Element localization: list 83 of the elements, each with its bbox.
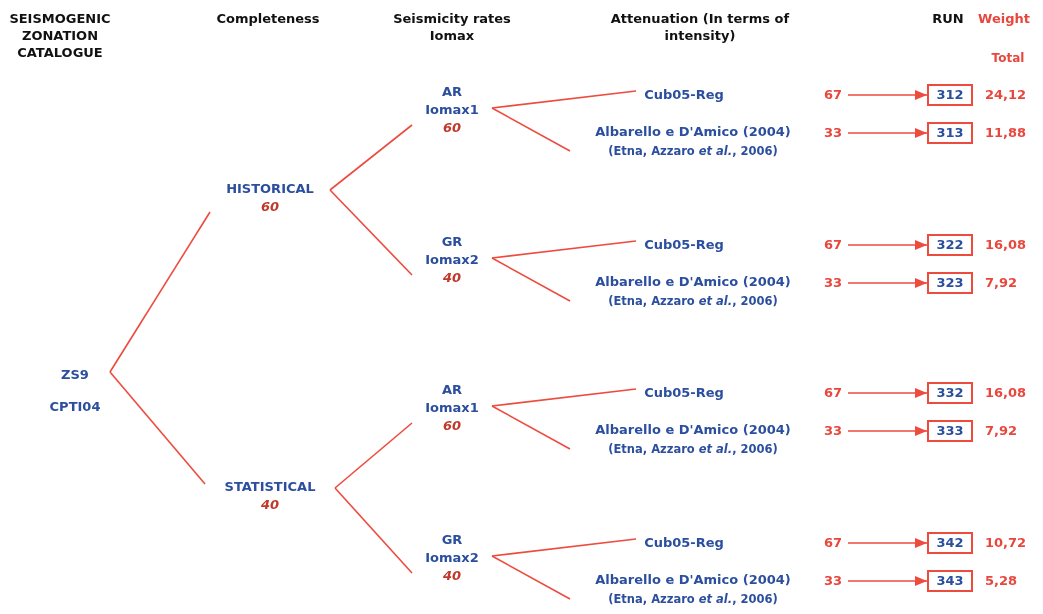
branch-label: STATISTICAL [224, 478, 316, 496]
branch-line [334, 487, 413, 574]
branch-label: ZS9 [61, 366, 89, 384]
model-label: Albarello e D'Amico (2004) [595, 571, 791, 589]
branch-line [334, 422, 413, 489]
weight-value: 33 [818, 123, 848, 143]
branch-label: GR [441, 531, 463, 549]
branch-line [491, 107, 571, 152]
branch-label: Iomax2 [425, 549, 479, 567]
branch-label: CPTI04 [49, 398, 101, 416]
total-weight: 11,88 [985, 124, 1027, 141]
arrow [847, 278, 928, 288]
branch-label: Iomax2 [425, 251, 479, 269]
column-header: Weight [977, 10, 1031, 27]
weight-value: 67 [818, 235, 848, 255]
branch-line [491, 257, 571, 302]
run-box: 343 [927, 570, 973, 592]
arrow [847, 90, 928, 100]
total-weight: 7,92 [985, 274, 1018, 291]
run-box: 322 [927, 234, 973, 256]
column-header: RUN [931, 10, 965, 27]
branch-line [491, 240, 637, 259]
arrow [847, 576, 928, 586]
weight-value: 60 [442, 417, 462, 435]
model-label: Cub05-Reg [636, 533, 732, 553]
arrow [847, 240, 928, 250]
column-header: Attenuation (In terms of intensity) [609, 10, 791, 44]
branch-label: Iomax1 [425, 399, 479, 417]
arrow [847, 128, 928, 138]
weight-value: 60 [442, 119, 462, 137]
branch-line [491, 555, 571, 600]
model-label: Albarello e D'Amico (2004) [595, 123, 791, 141]
arrow [847, 388, 928, 398]
branch-line [491, 405, 571, 450]
total-weight: 16,08 [985, 384, 1027, 401]
total-weight: 24,12 [985, 86, 1027, 103]
weight-value: 40 [442, 567, 462, 585]
reference-note: (Etna, Azzaro et al., 2006) [608, 143, 778, 160]
weight-value: 67 [818, 383, 848, 403]
branch-line [329, 124, 413, 191]
weight-value: 67 [818, 533, 848, 553]
column-header: Seismicity rates Iomax [392, 10, 512, 44]
column-header: Total [990, 50, 1026, 67]
branch-line [109, 211, 211, 373]
model-label: Cub05-Reg [636, 383, 732, 403]
model-label: Albarello e D'Amico (2004) [595, 421, 791, 439]
weight-value: 33 [818, 421, 848, 441]
branch-line [329, 189, 413, 276]
column-header: Completeness [215, 10, 321, 27]
model-label: Cub05-Reg [636, 85, 732, 105]
total-weight: 7,92 [985, 422, 1018, 439]
branch-label: AR [441, 381, 463, 399]
branch-label: GR [441, 233, 463, 251]
branch-label: AR [441, 83, 463, 101]
branch-line [109, 371, 206, 485]
reference-note: (Etna, Azzaro et al., 2006) [608, 441, 778, 458]
arrow [847, 538, 928, 548]
branch-label: Iomax1 [425, 101, 479, 119]
total-weight: 16,08 [985, 236, 1027, 253]
total-weight: 10,72 [985, 534, 1027, 551]
reference-note: (Etna, Azzaro et al., 2006) [608, 591, 778, 608]
model-label: Cub05-Reg [636, 235, 732, 255]
total-weight: 5,28 [985, 572, 1018, 589]
weight-value: 40 [260, 496, 280, 514]
model-label: Albarello e D'Amico (2004) [595, 273, 791, 291]
run-box: 333 [927, 420, 973, 442]
weight-value: 33 [818, 571, 848, 591]
branch-label: HISTORICAL [226, 180, 314, 198]
run-box: 323 [927, 272, 973, 294]
arrow [847, 426, 928, 436]
column-header: SEISMOGENIC ZONATION CATALOGUE [8, 10, 112, 61]
weight-value: 33 [818, 273, 848, 293]
run-box: 342 [927, 532, 973, 554]
branch-line [491, 90, 637, 109]
weight-value: 67 [818, 85, 848, 105]
reference-note: (Etna, Azzaro et al., 2006) [608, 293, 778, 310]
run-box: 312 [927, 84, 973, 106]
branch-line [491, 538, 637, 557]
branch-line [491, 388, 637, 407]
run-box: 313 [927, 122, 973, 144]
weight-value: 60 [260, 198, 280, 216]
run-box: 332 [927, 382, 973, 404]
weight-value: 40 [442, 269, 462, 287]
